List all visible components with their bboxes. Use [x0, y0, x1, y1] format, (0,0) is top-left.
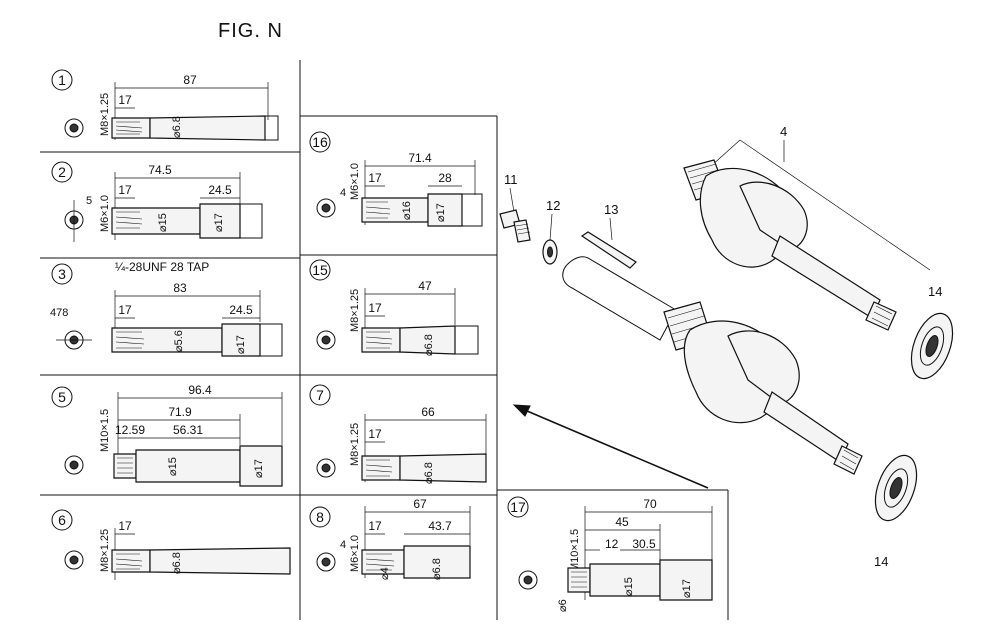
dimension-step: 24.5	[208, 183, 232, 197]
dimension-mid: 71.9	[168, 405, 192, 419]
callout-13: 13	[604, 202, 618, 217]
dimension-length: 71.4	[408, 151, 432, 165]
dimension-length: 47	[418, 279, 432, 293]
part-number: 17	[510, 499, 526, 515]
figure-title: FIG. N	[218, 20, 283, 42]
dimension-thread-depth: 17	[368, 519, 382, 533]
dimension-length: 87	[183, 73, 197, 87]
callout-14-upper: 14	[928, 284, 942, 299]
part-number: 8	[316, 509, 324, 525]
part-number: 6	[58, 512, 66, 528]
side-dimension: 4	[340, 539, 346, 551]
crankshaft-upper	[683, 159, 897, 331]
diameter-label: ⌀15	[623, 577, 635, 596]
panel-grid	[40, 60, 729, 620]
shaft-panel-6: 6 M8×1.25 17 ⌀6.8	[51, 509, 291, 580]
dimension-length: 67	[413, 497, 427, 511]
part-number-circle	[51, 69, 73, 91]
diameter-label-2: ⌀17	[213, 213, 225, 232]
side-dimension: 5	[86, 195, 92, 207]
diameter-label: ⌀6.8	[171, 116, 183, 138]
part-number: 5	[58, 389, 66, 405]
thread-label: M6×1.0	[349, 535, 361, 572]
shaft-panel-7: 7 M8×1.25 66 17 ⌀6.8	[309, 384, 487, 484]
side-dimension: 478	[50, 307, 68, 319]
side-dimension: ⌀6	[557, 599, 569, 612]
callout-4: 4	[780, 124, 787, 139]
diameter-label-2: ⌀6.8	[431, 558, 443, 580]
dimension-step: 28	[438, 171, 452, 185]
dimension-thread-depth: 17	[118, 93, 132, 107]
shaft-panel-1: 1 M8×1.25 87 17 ⌀6.8	[51, 69, 279, 141]
diameter-label: ⌀15	[157, 213, 169, 232]
diameter-label: ⌀6.8	[423, 334, 435, 356]
dimension-thread-depth: 17	[368, 301, 382, 315]
thread-label: M8×1.25	[99, 93, 111, 136]
part-number: 16	[312, 134, 328, 150]
diameter-label: ⌀6.8	[171, 552, 183, 574]
diameter-label: ⌀4	[379, 567, 391, 580]
diameter-label: ⌀15	[167, 457, 179, 476]
dimension-length: 83	[173, 281, 187, 295]
callout-11: 11	[504, 172, 518, 187]
diameter-label: ⌀5.6	[173, 330, 185, 352]
thread-label: M8×1.25	[349, 423, 361, 466]
diameter-label-2: ⌀17	[253, 459, 265, 478]
exploded-assembly: 11 12 13 4 14	[499, 124, 954, 569]
shaft-panel-15: 15 M8×1.25 47 17 ⌀6.8	[309, 259, 479, 356]
part-number: 15	[312, 262, 328, 278]
shaft-panel-17: 17 ⌀6 M10×1.5 70 45 12 30.5 ⌀15 ⌀17	[507, 496, 713, 612]
thread-label: M8×1.25	[99, 529, 111, 572]
thread-label: M6×1.0	[99, 195, 111, 232]
dimension-body: 56.31	[173, 423, 203, 437]
part-number: 7	[316, 387, 324, 403]
dimension-step: 24.5	[229, 303, 253, 317]
dimension-length: 70	[643, 497, 657, 511]
dimension-length: 74.5	[148, 163, 172, 177]
thread-label: ¼-28UNF 28 TAP	[115, 260, 209, 274]
dimension-body: 30.5	[632, 537, 656, 551]
crankshaft-lower	[663, 301, 863, 475]
dimension-thread-depth: 17	[118, 519, 132, 533]
dimension-mid: 45	[615, 515, 629, 529]
shaft-panel-16: 16 4 M6×1.0 71.4 17 28 ⌀16 ⌀17	[309, 131, 483, 227]
shaft-panel-3: 3 ¼-28UNF 28 TAP 478 83 17 24.5 ⌀5.6 ⌀17	[50, 260, 283, 357]
dimension-thread-depth: 17	[118, 183, 132, 197]
thread-label: M10×1.5	[569, 529, 581, 572]
side-dimension: 4	[340, 187, 346, 199]
diameter-label: ⌀16	[401, 201, 413, 220]
thread-label: M8×1.25	[349, 289, 361, 332]
dimension-length: 96.4	[188, 383, 212, 397]
dimension-thread-depth: 17	[368, 427, 382, 441]
shaft-panel-8: 8 4 M6×1.0 67 17 43.7 ⌀4 ⌀6.8	[309, 497, 471, 580]
end-view-icon	[64, 118, 84, 138]
thread-label: M6×1.0	[349, 163, 361, 200]
callout-12: 12	[546, 198, 560, 213]
part-number: 1	[58, 72, 66, 88]
key-rod-part	[580, 231, 637, 269]
diameter-label-2: ⌀17	[235, 335, 247, 354]
pointer-arrow	[519, 407, 709, 489]
callout-14-lower: 14	[874, 554, 888, 569]
diameter-label-2: ⌀17	[435, 203, 447, 222]
shaft-panel-5: 5 M10×1.5 96.4 71.9 12.59 56.31 ⌀15 ⌀17	[51, 383, 283, 487]
diameter-label-2: ⌀17	[681, 579, 693, 598]
part-number: 2	[58, 164, 66, 180]
dimension-thread-depth: 12.59	[115, 423, 145, 437]
diameter-label: ⌀6.8	[423, 462, 435, 484]
part-number: 3	[58, 266, 66, 282]
dimension-thread-depth: 17	[118, 303, 132, 317]
shaft-panel-2: 2 5 M6×1.0 74.5 17 24.5 ⌀15 ⌀17	[51, 161, 263, 242]
dimension-length: 66	[421, 405, 435, 419]
dimension-thread-depth: 17	[368, 171, 382, 185]
dimension-thread-depth: 12	[605, 537, 619, 551]
dimension-body: 43.7	[428, 519, 452, 533]
thread-label: M10×1.5	[99, 409, 111, 452]
